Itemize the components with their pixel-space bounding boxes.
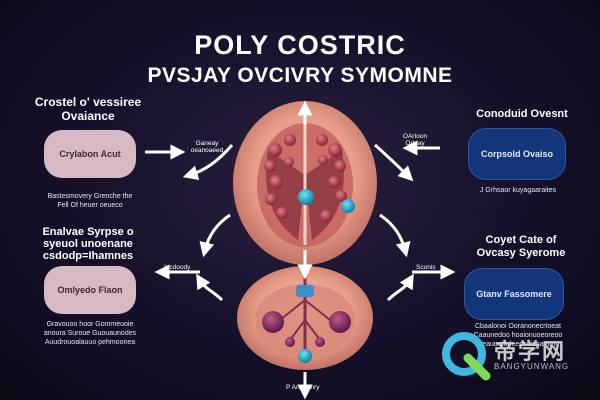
arrow-to-left-top: [182, 144, 234, 181]
left-bottom-heading-line3: csdodp=Ihamnes: [42, 250, 134, 262]
arrow-label-left-upper: Ganeay oeanoaeed: [182, 140, 232, 154]
left-top-heading-line1: Crostel o' vessiree: [34, 95, 142, 109]
marker-lower-top: [296, 285, 314, 297]
title-line-1: POLY COSTRIC: [194, 30, 406, 60]
left-bottom-caption-line2: anoura Suroue Guouaunodes: [43, 330, 137, 337]
arrow-left-lower: [196, 273, 224, 302]
arrow-label-right-lower: Sconis: [416, 264, 436, 271]
left-top-caption-line2: Fell Of heuer oeueco: [57, 202, 123, 209]
arrow-left-mid: [199, 213, 231, 258]
left-bottom-heading-line1: Enalvae Syrpse o: [42, 226, 134, 238]
left-bottom-heading: Enalvae Syrpse o syeuol unoenane csdodp=…: [22, 226, 154, 262]
flow-arrows: [145, 100, 456, 400]
marker-lower-bottom: [298, 349, 312, 363]
right-bottom-heading-line2: Ovcasy Syerome: [476, 247, 566, 259]
right-bottom-heading-line1: Coyet Cate of: [485, 234, 557, 246]
right-bottom-heading: Coyet Cate of Ovcasy Syerome: [456, 234, 586, 260]
arrow-label-bottom: P Anaeanry: [286, 384, 320, 391]
watermark-q-icon: [442, 332, 491, 381]
arrow-label-left-upper-line2: oeanoaeed: [190, 147, 224, 154]
left-top-heading: Crostel o' vessiree Ovaiance: [28, 95, 148, 123]
watermark-en-text: BANGYUNWANG: [494, 362, 570, 371]
right-bottom-caption-line3: Geauuetudeeosoionaoono: [476, 341, 560, 348]
arrow-label-right-upper: OArtoon Orleay: [390, 133, 440, 147]
right-bottom-pill: Gtanv Fassomere: [464, 268, 564, 320]
follicle-cluster-right: [316, 134, 347, 222]
title-line-2: PVSJAY OVCIVRY SYMOMNE: [147, 64, 453, 87]
left-bottom-pill: Omlyedo Flaon: [44, 266, 136, 314]
left-bottom-caption-line1: Gravouoo hoor Gommeuoie: [46, 321, 134, 328]
watermark-cn-text: 帝学网: [494, 339, 567, 364]
left-bottom-caption: Gravouoo hoor Gommeuoie anoura Suroue Gu…: [22, 320, 158, 347]
cyst-left: [262, 311, 284, 333]
arrow-label-left-lower: Incdoody: [164, 264, 191, 271]
follicle-cluster-left: [264, 134, 296, 219]
right-bottom-caption-line2: Caaunedoo hoaionuoeoreoo: [473, 332, 563, 339]
lower-ovary: [237, 262, 373, 370]
watermark: 帝学网 BANGYUNWANG: [438, 328, 598, 382]
right-bottom-caption-line1: Cbaalonoi Ooranonecrtoeat: [474, 323, 561, 330]
right-bottom-caption: Cbaalonoi Ooranonecrtoeat Caaunedoo hoai…: [452, 322, 584, 349]
left-top-caption-line1: Bastesmovery Grenche the: [47, 193, 133, 200]
arrow-label-right-upper-line2: Orleay: [405, 140, 425, 147]
left-top-caption: Bastesmovery Grenche the Fell Of heuer o…: [25, 192, 155, 210]
arrow-to-right-top: [374, 143, 414, 182]
left-bottom-caption-line3: Auudrouoalauuo pehmoonea: [44, 339, 136, 346]
upper-ovary: [233, 101, 377, 265]
arrow-label-right-upper-line1: OArtoon: [402, 133, 428, 140]
right-top-pill: Corpsold Ovaiso: [468, 128, 566, 180]
left-bottom-heading-line2: syeuol unoenane: [43, 238, 133, 250]
right-top-heading: Conoduid Ovesnt: [476, 108, 568, 120]
arrow-right-lower: [386, 273, 414, 302]
marker-upper-center: [298, 189, 314, 205]
left-top-pill: Crylabon Acut: [44, 130, 136, 178]
left-top-heading-line2: Ovaiance: [61, 109, 115, 123]
marker-upper-right: [341, 199, 355, 213]
arrow-label-left-upper-line1: Ganeay: [195, 140, 219, 147]
arrow-right-mid: [379, 213, 411, 258]
cyst-right: [329, 311, 351, 333]
right-top-caption: J Grhsaor kuyagaaraites: [479, 187, 557, 194]
